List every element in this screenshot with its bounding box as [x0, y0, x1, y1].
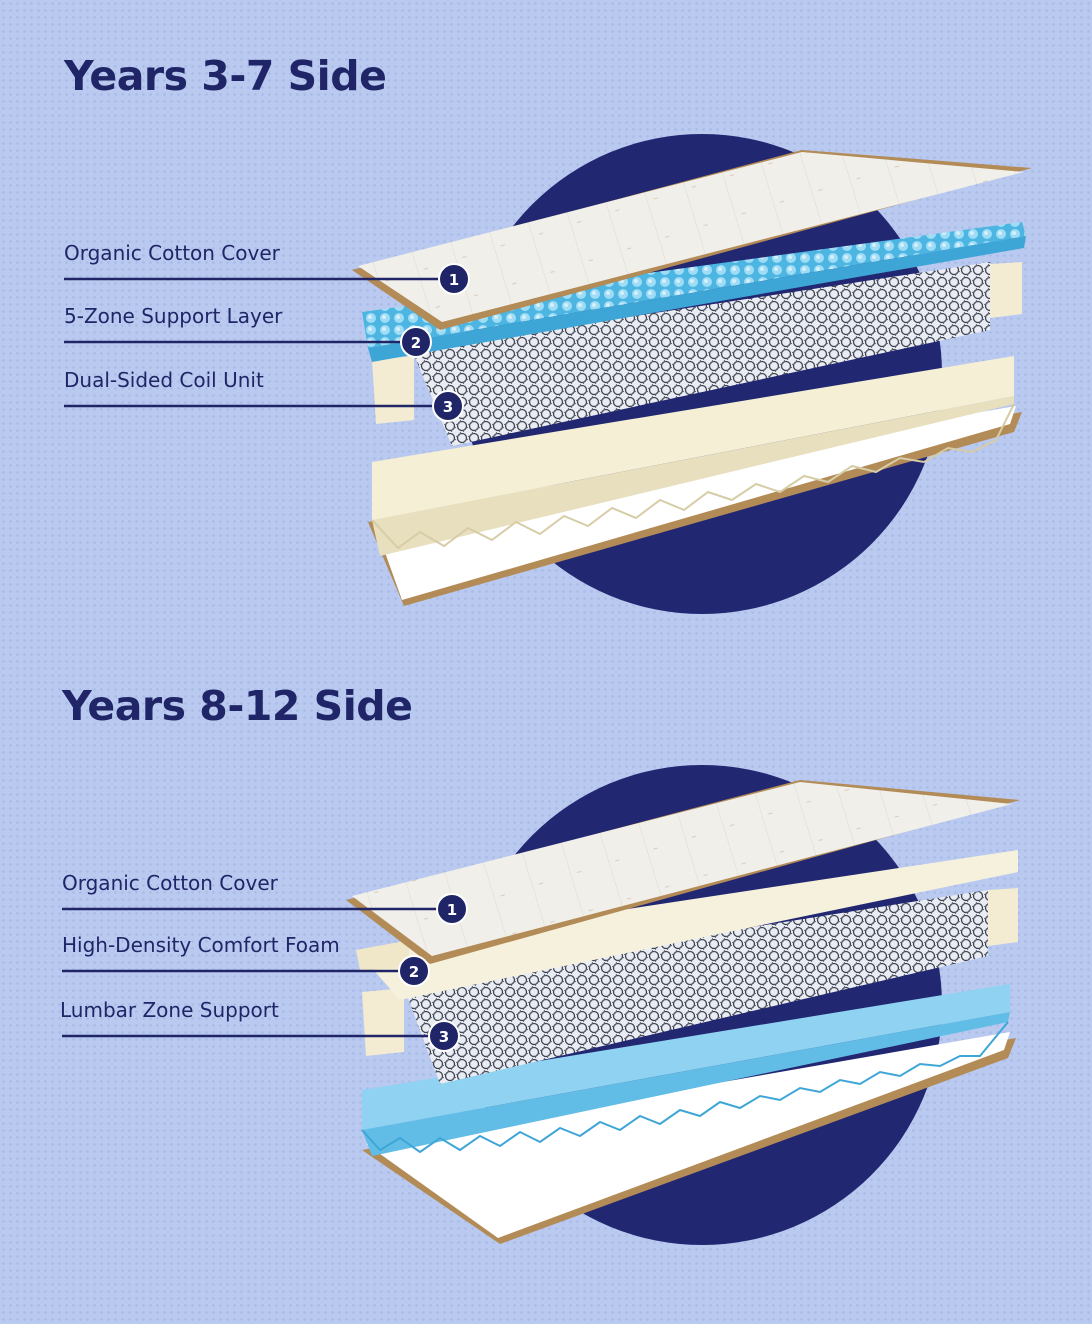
top-cover-layer [352, 150, 1032, 330]
section-title: Years 8-12 Side [62, 682, 413, 730]
marker-1-number: 1 [447, 901, 457, 919]
layer-label-3: Dual-Sided Coil Unit [64, 368, 264, 392]
top-cover-layer [346, 780, 1020, 964]
coil-unit-layer [362, 888, 1018, 1084]
section-title: Years 3-7 Side [64, 52, 387, 100]
marker-3: 3 [432, 390, 464, 422]
marker-2-number: 2 [411, 334, 421, 352]
marker-1: 1 [438, 263, 470, 295]
blue-support-layer [362, 222, 1026, 362]
layer-label-1: Organic Cotton Cover [64, 241, 280, 265]
mattress-exploded-diagram: 1 2 3 [64, 134, 1032, 614]
marker-2: 2 [400, 326, 432, 358]
marker-3-number: 3 [439, 1028, 449, 1046]
marker-3: 3 [428, 1020, 460, 1052]
marker-2: 2 [398, 955, 430, 987]
marker-1: 1 [436, 893, 468, 925]
cream-foam-layer [371, 356, 1015, 556]
marker-2-number: 2 [409, 963, 419, 981]
comfort-foam-layer [356, 850, 1018, 1000]
section-years-3-7: 1 2 3 Years 3-7 Side Organic Cotton Cove… [0, 0, 1092, 650]
layer-label-3: Lumbar Zone Support [60, 998, 279, 1022]
layer-label-2: High-Density Comfort Foam [62, 933, 340, 957]
mattress-exploded-diagram: 1 2 3 [62, 765, 1020, 1245]
marker-3-number: 3 [443, 398, 453, 416]
layer-label-1: Organic Cotton Cover [62, 871, 278, 895]
marker-1-number: 1 [449, 271, 459, 289]
blue-lumbar-layer [361, 984, 1010, 1156]
bottom-cover-layer [362, 1032, 1016, 1244]
section-years-8-12: 1 2 3 Years 8-12 Side Organic Cotton Cov… [0, 650, 1092, 1300]
layer-label-2: 5-Zone Support Layer [64, 304, 283, 328]
